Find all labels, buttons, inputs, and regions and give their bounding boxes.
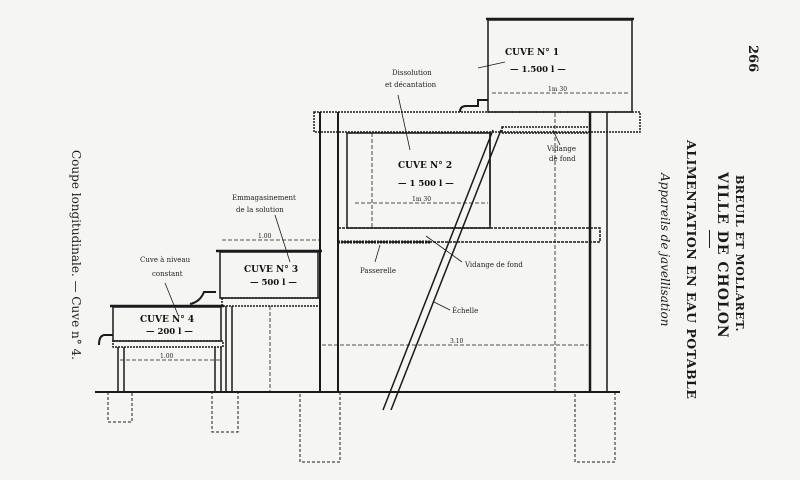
tank-4-capacity: — 200 l —: [146, 327, 193, 337]
tank-1-name: CUVE N° 1: [505, 48, 559, 58]
label-ladder: Échelle: [452, 306, 478, 315]
label-solution: de la solution: [236, 206, 284, 214]
header-subtitle: Appareils de javellisation: [658, 173, 672, 327]
dim-span: 3.10: [450, 338, 464, 345]
tank-4-name: CUVE N° 4: [140, 315, 194, 325]
label-constant: constant: [152, 270, 183, 278]
label-walkway: Passerelle: [360, 267, 396, 275]
tank-2-capacity: — 1 500 l —: [398, 179, 454, 189]
page-number: 266: [745, 45, 760, 73]
header-divider: [709, 230, 710, 248]
dim-cuve3-width: 1.00: [258, 233, 272, 240]
upper-beam: [313, 111, 641, 133]
faucet-icon: [459, 99, 488, 113]
label-bottom-drain: Vidange de fond: [464, 261, 523, 269]
label-decantation: et décantation: [385, 81, 437, 89]
tank-3-capacity: — 500 l —: [250, 278, 297, 288]
label-top-drain: Vidange: [546, 145, 576, 153]
dim-cuve1-width: 1m 30: [548, 86, 567, 93]
label-constant-level-tank: Cuve à niveau: [140, 255, 191, 264]
ladder: [382, 129, 502, 411]
label-storage: Emmagasinement: [232, 194, 296, 202]
figure-caption: Coupe longitudinale. — Cuve n° 4.: [69, 150, 83, 360]
header-city: VILLE DE CHOLON: [714, 172, 730, 339]
label-dissolution: Dissolution: [392, 69, 432, 77]
header-authors: BREUIL ET MOLLARET.: [733, 175, 746, 332]
tank-3: [219, 251, 319, 299]
tank-1-capacity: — 1.500 l —: [510, 65, 566, 75]
header-subject: ALIMENTATION EN EAU POTABLE: [684, 140, 699, 400]
tank-3-name: CUVE N° 3: [244, 265, 298, 275]
dim-cuve2-width: 1m 30: [412, 196, 431, 203]
label-top-drain-2: de fond: [549, 155, 576, 163]
walkway: [337, 227, 601, 243]
tank-2-name: CUVE N° 2: [398, 161, 452, 171]
dim-cuve4-stand: 1.00: [160, 353, 174, 360]
